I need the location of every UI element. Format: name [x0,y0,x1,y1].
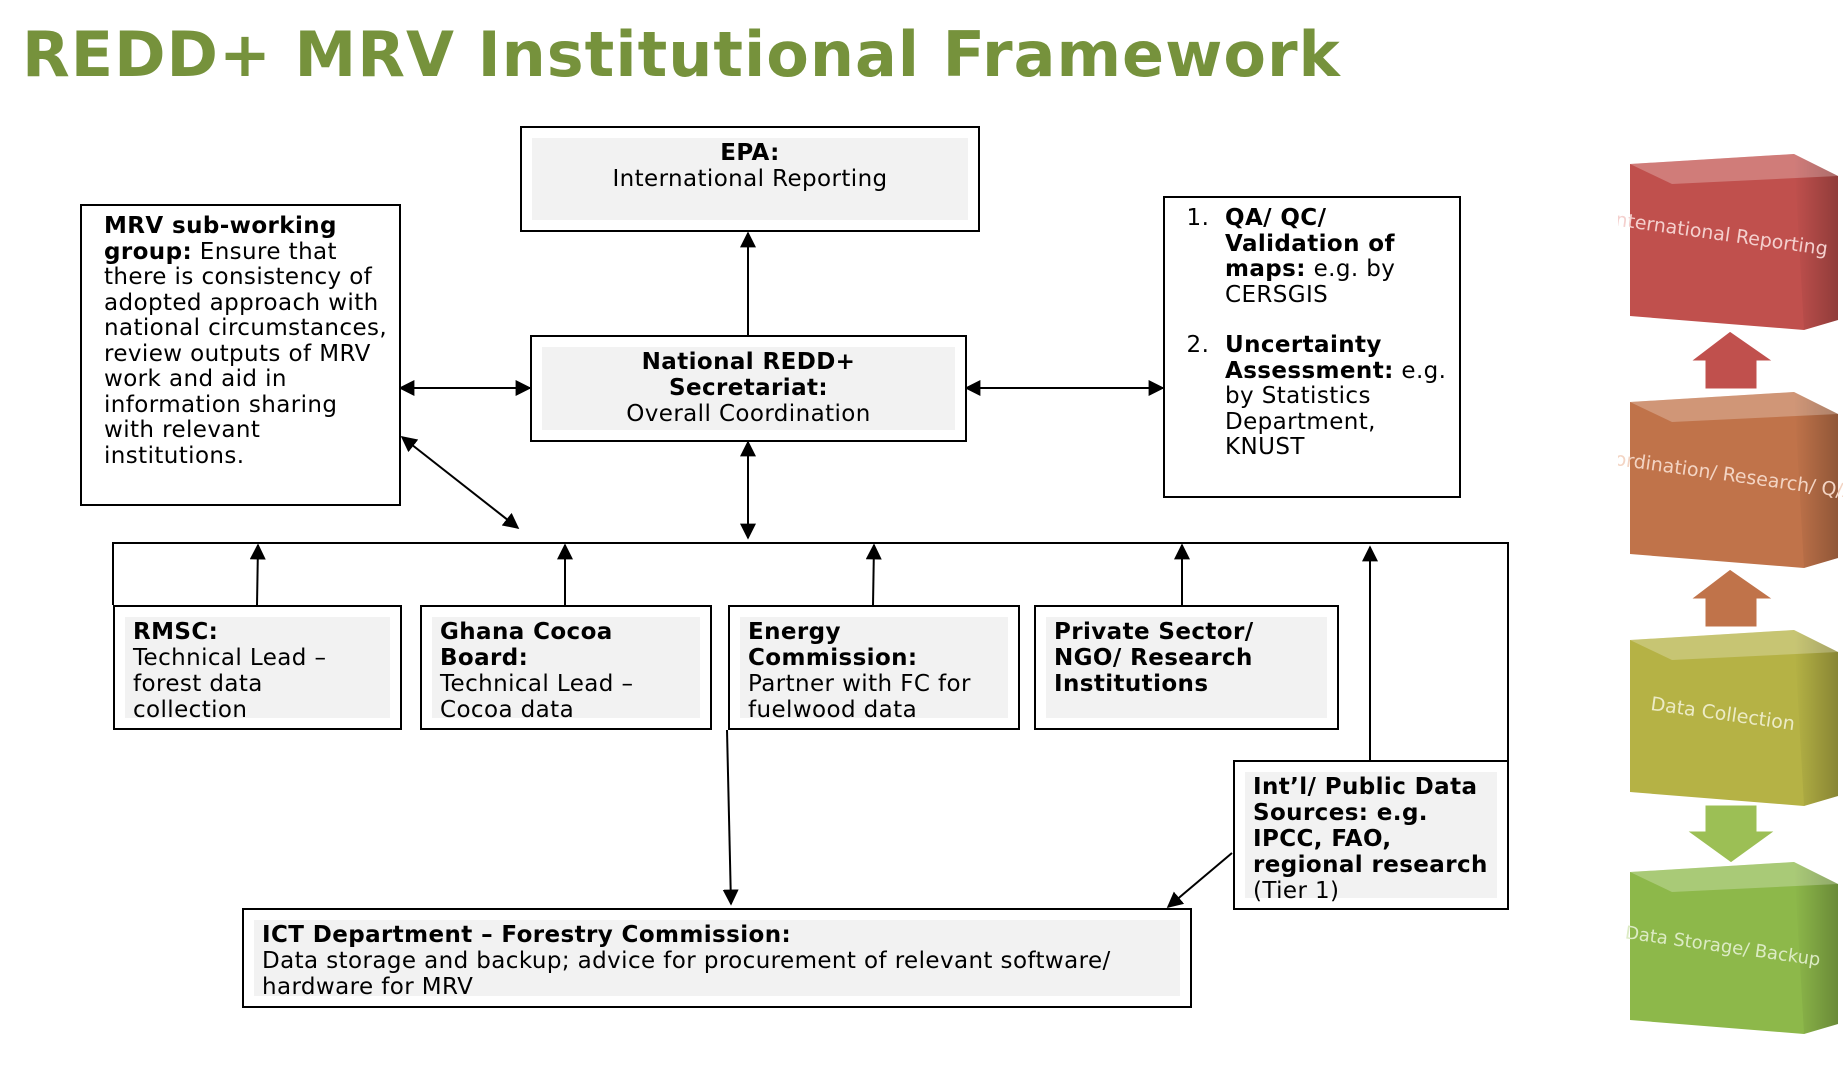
rmsc-box: RMSC: Technical Lead – forest data colle… [113,605,402,730]
mrv-group-box: MRV sub-working group: Ensure that there… [80,204,401,506]
up-arrow-icon [1683,328,1781,392]
rmsc-heading: RMSC: [133,619,219,645]
arrow-bus-ict [722,729,739,906]
cocoa-heading: Ghana Cocoa Board: [440,619,613,671]
ict-heading: ICT Department – Forestry Commission: [262,922,792,948]
process-cubes: International Reporting Coordination/ Re… [1618,154,1843,1034]
arrow-rmsc-bus [249,543,266,606]
epa-text: International Reporting [612,166,888,192]
epa-heading: EPA: [720,140,780,166]
cube-coordination: Coordination/ Research/ Q/A [1618,392,1843,568]
qa-item-validation: QA/ QC/ Validation of maps: e.g. by CERS… [1217,205,1449,308]
qa-item-uncertainty: Uncertainty Assessment: e.g. by Statisti… [1217,332,1449,461]
cocoa-box: Ghana Cocoa Board: Technical Lead – Coco… [420,605,712,730]
arrow-intl-ict [1166,852,1233,909]
arrow-mrv-bus [400,436,520,529]
page-title: REDD+ MRV Institutional Framework [22,18,1341,91]
qa-box: QA/ QC/ Validation of maps: e.g. by CERS… [1163,196,1461,498]
arrow-energy-bus [865,543,882,606]
secretariat-box: National REDD+ Secretariat: Overall Coor… [530,335,967,442]
ict-box: ICT Department – Forestry Commission: Da… [242,908,1192,1008]
cube-international-reporting: International Reporting [1618,154,1838,330]
private-box: Private Sector/ NGO/ Research Institutio… [1034,605,1339,730]
secretariat-text: Overall Coordination [626,401,871,427]
intl-text: (Tier 1) [1253,878,1340,904]
secretariat-heading-line2: Secretariat: [669,375,828,401]
private-heading: Private Sector/ NGO/ Research Institutio… [1054,619,1254,697]
energy-heading: Energy Commission: [748,619,918,671]
data-collection-bus [112,542,1509,760]
cube-data-storage: Data Storage/ Backup [1624,862,1838,1034]
cocoa-text: Technical Lead – Cocoa data [440,671,634,723]
mrv-group-text: Ensure that there is consistency of adop… [104,238,388,469]
ict-text: Data storage and backup; advice for proc… [262,948,1111,1000]
mrv-group-heading: MRV sub-working group: [104,213,337,265]
intl-heading: Int’l/ Public Data Sources: e.g. IPCC, F… [1253,774,1488,878]
up-arrow-icon [1683,566,1781,630]
qa-list: QA/ QC/ Validation of maps: e.g. by CERS… [1165,205,1449,461]
energy-text: Partner with FC for fuelwood data [748,671,971,723]
epa-box: EPA: International Reporting [520,126,980,232]
intl-box: Int’l/ Public Data Sources: e.g. IPCC, F… [1233,760,1509,910]
cube-data-collection: Data Collection [1630,630,1838,806]
rmsc-text: Technical Lead – forest data collection [133,645,327,723]
energy-box: Energy Commission: Partner with FC for f… [728,605,1020,730]
secretariat-heading-line1: National REDD+ [641,349,856,375]
down-arrow-icon [1679,802,1783,866]
